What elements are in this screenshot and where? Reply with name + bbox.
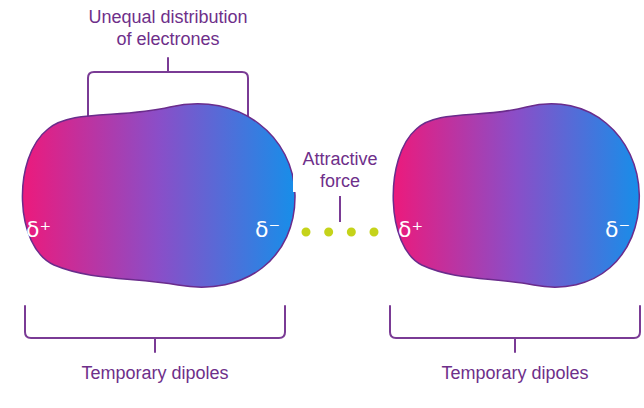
blob-outline [393,104,639,287]
dipole-blob: δ⁺ δ⁻ [10,97,298,293]
blob-shape [382,97,642,293]
dipole-label: Temporary dipoles [55,362,255,384]
bracket-label: Unequal distribution of electrones [83,6,253,50]
bottom-bracket [390,306,640,352]
charge-label: δ⁻ [255,217,280,243]
leader-line [339,196,341,222]
bottom-bracket [25,306,285,352]
dipole-label: Temporary dipoles [415,362,615,384]
charge-label: δ⁻ [605,217,630,243]
dipole-blob: δ⁺ δ⁻ [382,97,642,293]
charge-label: δ⁺ [26,217,51,243]
force-label: Attractive force [293,148,388,192]
charge-label: δ⁺ [398,217,423,243]
blob-outline [22,104,295,287]
blob-shape [10,97,298,293]
attraction-dots [306,228,374,237]
